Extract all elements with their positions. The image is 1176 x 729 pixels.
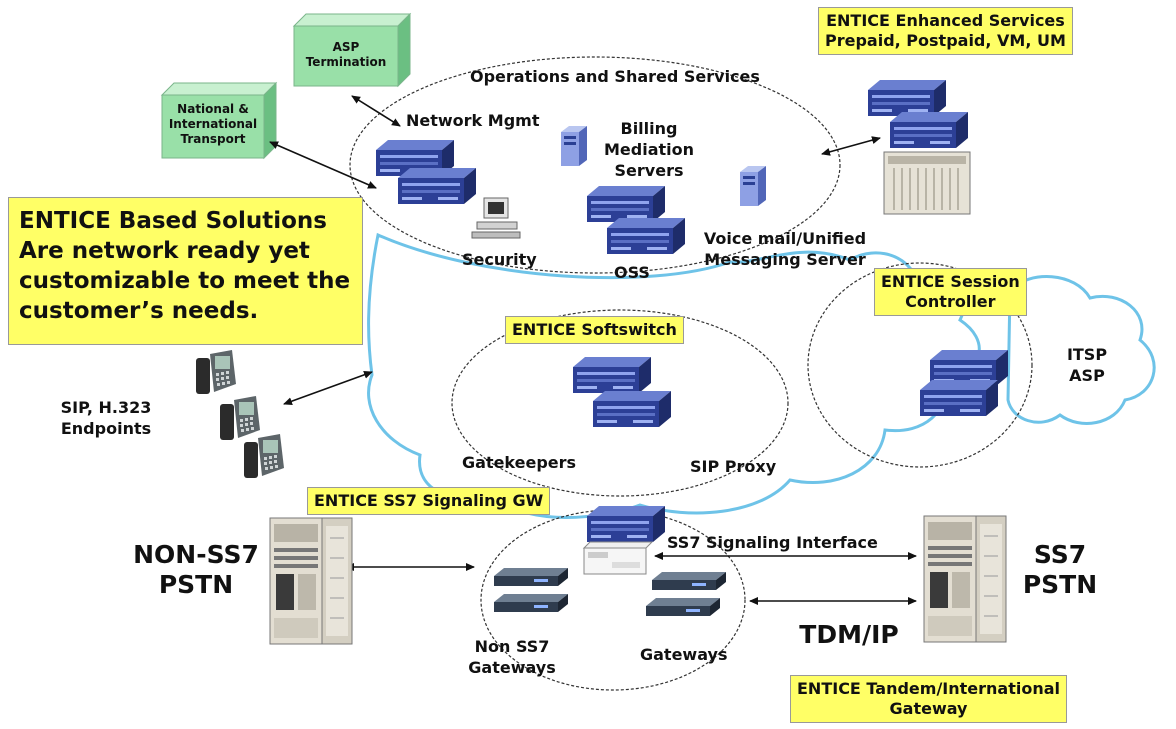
switch-chassis-icon <box>883 151 971 215</box>
main-statement-box: ENTICE Based Solutions Are network ready… <box>8 197 363 345</box>
server-icon <box>398 168 476 204</box>
server-icon <box>593 391 671 427</box>
gateways-label: Gateways <box>640 645 728 664</box>
switch-chassis-icon <box>582 541 654 575</box>
ops-shared-label: Operations and Shared Services <box>470 67 760 86</box>
server-icon <box>920 380 998 416</box>
gateway-icon <box>494 568 568 586</box>
gateway-icon <box>494 594 568 612</box>
gatekeepers-label: Gatekeepers <box>462 453 577 472</box>
arrow-asp-netmgmt <box>351 95 401 127</box>
network-mgmt-label: Network Mgmt <box>406 111 540 130</box>
server-icon <box>587 186 665 222</box>
arrow-endpoints-cloud <box>283 370 373 406</box>
server-icon <box>573 357 651 393</box>
gateway-icon <box>652 572 726 590</box>
ip-phone-icon <box>196 350 236 394</box>
server-icon <box>587 506 665 542</box>
sip-proxy-label: SIP Proxy <box>690 457 777 476</box>
server-icon <box>868 80 946 116</box>
session-controller-ellipse <box>807 262 1033 468</box>
tower-server-icon <box>561 126 587 166</box>
ip-phone-icon <box>220 396 260 440</box>
arrow-ops-enhanced <box>821 136 881 156</box>
itsp-cloud <box>1006 275 1156 425</box>
softswitch-ellipse <box>451 309 789 497</box>
server-icon <box>890 112 968 148</box>
tdm-ip-label: TDM/IP <box>799 620 899 649</box>
national-transport-box-shape <box>160 81 278 160</box>
network-cloud <box>367 232 981 519</box>
ss7-signaling-interface-label: SS7 Signaling Interface <box>667 533 878 552</box>
asp-termination-box-shape <box>292 12 412 88</box>
workstation-icon <box>471 197 521 239</box>
softswitch-box: ENTICE Softswitch <box>505 316 684 344</box>
rack-icon <box>269 517 353 645</box>
security-label: Security <box>462 250 537 269</box>
ss7-signaling-gw-box: ENTICE SS7 Signaling GW <box>307 487 551 515</box>
arrow-transport-netmgmt <box>269 141 377 189</box>
oss-label: OSS <box>614 263 650 282</box>
gateway-icon <box>646 598 720 616</box>
rack-icon <box>923 515 1007 643</box>
tower-server-icon <box>740 166 766 206</box>
ip-phone-icon <box>244 434 284 478</box>
server-icon <box>607 218 685 254</box>
